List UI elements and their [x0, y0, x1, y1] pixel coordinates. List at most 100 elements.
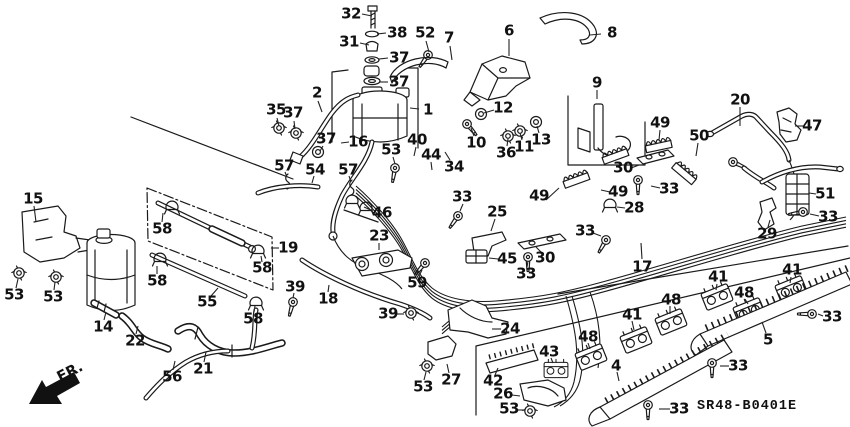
- part-label-53: 53: [381, 140, 401, 159]
- leader-line-41: [715, 283, 718, 291]
- part-label-16: 16: [348, 132, 368, 151]
- part-label-8: 8: [607, 23, 617, 42]
- part-label-37: 37: [389, 48, 409, 67]
- part-label-33: 33: [659, 179, 679, 198]
- leader-line-33: [526, 260, 529, 268]
- leader-line-32: [361, 13, 373, 17]
- part-label-33: 33: [822, 307, 842, 326]
- part-label-49: 49: [608, 182, 628, 201]
- leader-line-57: [284, 171, 288, 178]
- leader-line-7: [449, 45, 453, 61]
- part-label-44: 44: [421, 145, 441, 164]
- mid-clamps: [343, 144, 777, 278]
- part-label-53: 53: [413, 377, 433, 396]
- part-label-37: 37: [283, 103, 303, 122]
- part-label-39: 39: [285, 277, 305, 296]
- leader-line-40: [413, 146, 417, 157]
- part-label-7: 7: [444, 28, 454, 47]
- part-label-32: 32: [341, 4, 361, 23]
- leader-line-5: [761, 321, 767, 334]
- leader-line-58: [161, 212, 164, 223]
- part-label-33: 33: [728, 356, 748, 375]
- leader-line-39: [292, 292, 295, 299]
- part-label-58: 58: [152, 219, 172, 238]
- part-label-26: 26: [493, 384, 513, 403]
- bottom-rails: [419, 264, 850, 427]
- part-label-31: 31: [339, 32, 359, 51]
- part-label-56: 56: [162, 367, 182, 386]
- leader-line-57: [348, 175, 352, 183]
- part-label-27: 27: [441, 370, 461, 389]
- part-label-12: 12: [493, 98, 513, 117]
- part-label-10: 10: [466, 133, 486, 152]
- leader-line-53: [53, 281, 56, 291]
- fuel-strainer-assembly: [271, 5, 419, 241]
- leader-line-26: [511, 394, 521, 397]
- part-label-33: 33: [452, 187, 472, 206]
- leader-line-29: [767, 219, 771, 228]
- leader-line-54: [311, 175, 315, 184]
- leader-line-59: [418, 269, 423, 277]
- leader-line-41: [631, 320, 635, 331]
- leader-line-55: [210, 287, 219, 297]
- part-label-59: 59: [407, 273, 427, 292]
- part-label-1: 1: [423, 100, 433, 119]
- part-label-33: 33: [818, 207, 838, 226]
- part-label-30: 30: [613, 158, 633, 177]
- leader-line-53: [15, 278, 19, 289]
- part-label-15: 15: [23, 189, 43, 208]
- part-label-54: 54: [305, 160, 325, 179]
- leader-line-10: [470, 127, 475, 137]
- part-label-41: 41: [782, 260, 802, 279]
- part-label-41: 41: [622, 305, 642, 324]
- leader-line-12: [483, 109, 495, 114]
- part-label-40: 40: [407, 130, 427, 149]
- leader-line-21: [203, 351, 207, 363]
- leader-line-36: [506, 138, 509, 147]
- part-label-29: 29: [757, 224, 777, 243]
- part-label-49: 49: [650, 113, 670, 132]
- leader-line-1: [409, 107, 420, 110]
- part-label-57: 57: [338, 160, 358, 179]
- part-label-22: 22: [125, 331, 145, 350]
- part-label-48: 48: [661, 290, 681, 309]
- part-label-36: 36: [496, 143, 516, 162]
- part-label-52: 52: [415, 23, 435, 42]
- leader-line-8: [589, 33, 602, 36]
- part-label-39: 39: [378, 304, 398, 323]
- part-label-48: 48: [578, 327, 598, 346]
- leader-line-13: [536, 125, 540, 134]
- leader-line-14: [103, 311, 107, 321]
- leader-line-56: [172, 360, 176, 371]
- part-label-18: 18: [318, 289, 338, 308]
- part-label-33: 33: [516, 264, 536, 283]
- leader-line-33: [592, 232, 602, 237]
- leader-line-52: [425, 40, 430, 53]
- part-label-2: 2: [312, 83, 322, 102]
- part-label-49: 49: [529, 186, 549, 205]
- part-label-24: 24: [500, 319, 520, 338]
- part-label-35: 35: [266, 100, 286, 119]
- leader-line-53: [392, 156, 396, 165]
- part-label-34: 34: [444, 157, 464, 176]
- part-label-13: 13: [531, 130, 551, 149]
- part-label-57: 57: [274, 156, 294, 175]
- leader-line-27: [446, 363, 450, 374]
- part-label-46: 46: [372, 203, 392, 222]
- leader-line-45: [488, 257, 499, 260]
- part-label-41: 41: [708, 267, 728, 286]
- leader-line-42: [494, 367, 499, 376]
- part-label-58: 58: [243, 309, 263, 328]
- leader-line-22: [135, 325, 139, 335]
- leader-line-53: [423, 371, 427, 381]
- leader-line-28: [616, 206, 626, 209]
- leader-line-48: [587, 342, 591, 350]
- leader-line-37: [378, 57, 389, 60]
- leader-line-34: [444, 151, 451, 161]
- leader-line-30: [630, 164, 640, 169]
- part-label-55: 55: [197, 292, 217, 311]
- part-label-25: 25: [487, 202, 507, 221]
- leader-line-38: [376, 32, 387, 35]
